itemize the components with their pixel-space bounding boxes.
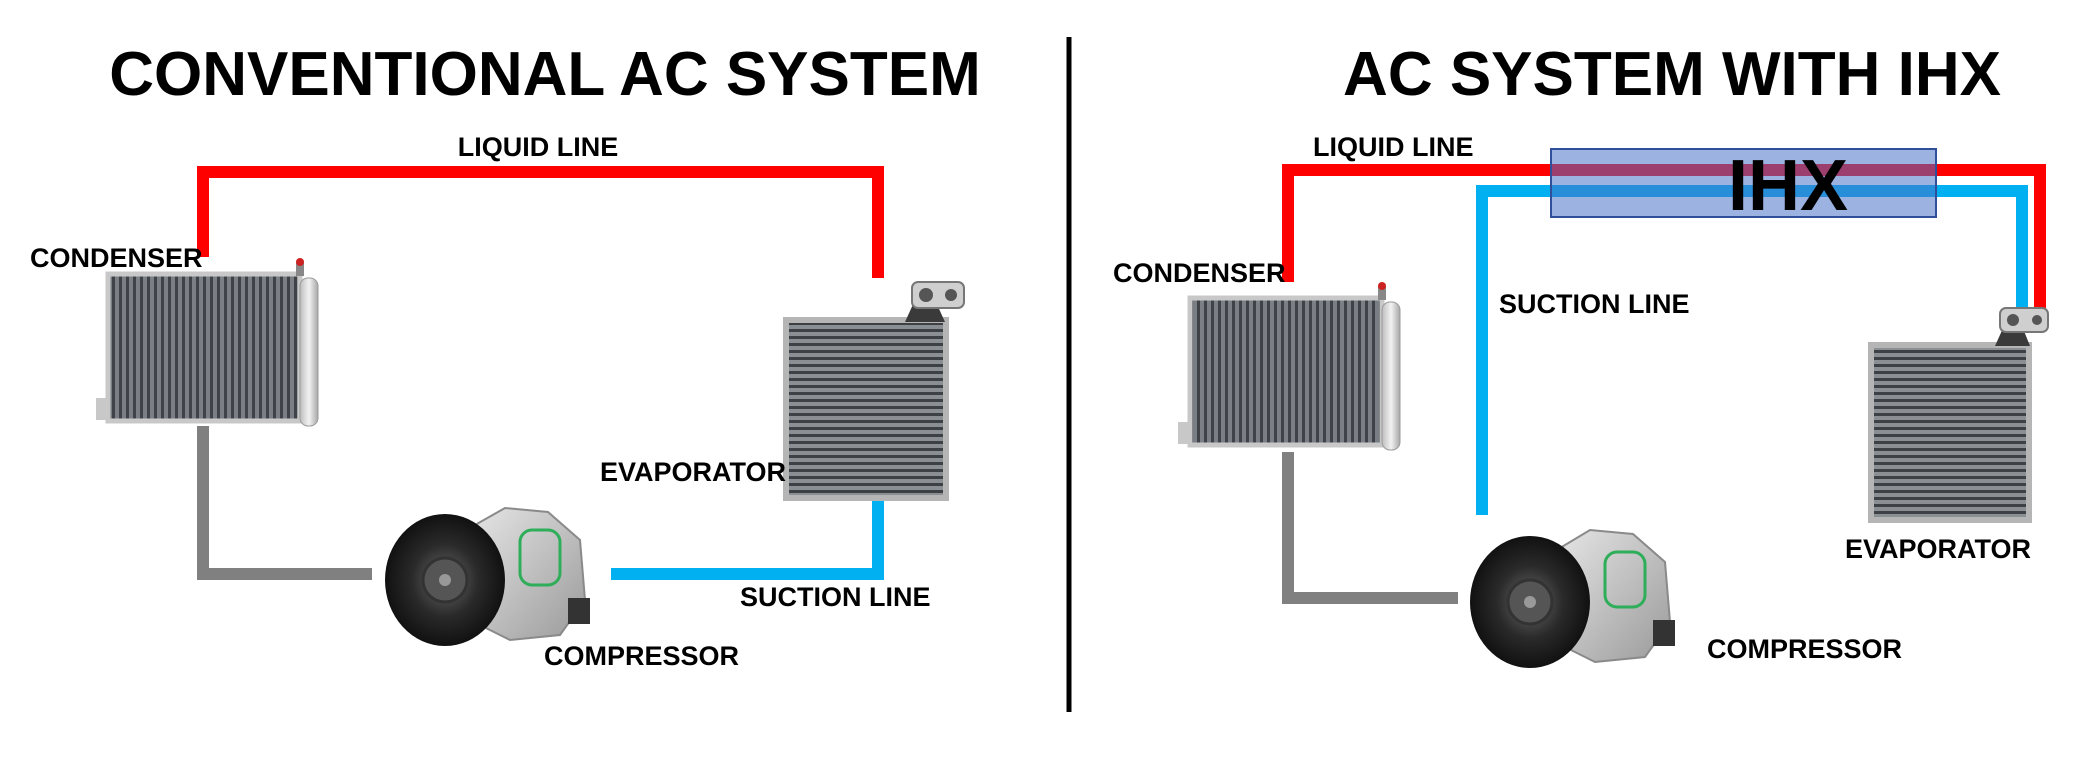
ihx-system: AC SYSTEM WITH IHX LIQUID LINE SUCTION L…	[1113, 40, 2049, 668]
left-liquid-line-label: LIQUID LINE	[458, 132, 619, 162]
left-title: CONVENTIONAL AC SYSTEM	[109, 40, 981, 109]
conventional-system: CONVENTIONAL AC SYSTEM LIQUID LINE SUCTI…	[30, 40, 981, 671]
compressor-icon	[1470, 528, 1675, 668]
right-condenser-label: CONDENSER	[1113, 258, 1286, 288]
right-suction-line-label: SUCTION LINE	[1499, 289, 1690, 319]
evaporator-icon	[1868, 307, 2049, 523]
ihx-heat-exchanger: IHX	[1550, 146, 1937, 226]
left-discharge-line	[197, 426, 372, 580]
left-suction-line	[611, 497, 884, 580]
left-evaporator-label: EVAPORATOR	[600, 457, 786, 487]
right-title: AC SYSTEM WITH IHX	[1343, 40, 2001, 109]
right-evaporator-label: EVAPORATOR	[1845, 534, 2031, 564]
ihx-label: IHX	[1728, 146, 1848, 226]
right-discharge-line	[1282, 452, 1458, 604]
condenser-icon	[96, 258, 319, 427]
left-liquid-line	[197, 166, 884, 278]
condenser-icon	[1178, 282, 1401, 451]
compressor-icon	[385, 506, 590, 646]
left-condenser-label: CONDENSER	[30, 243, 203, 273]
right-compressor-label: COMPRESSOR	[1707, 634, 1902, 664]
right-liquid-line-label: LIQUID LINE	[1313, 132, 1474, 162]
evaporator-icon	[783, 281, 965, 501]
left-compressor-label: COMPRESSOR	[544, 641, 739, 671]
left-suction-line-label: SUCTION LINE	[740, 582, 931, 612]
